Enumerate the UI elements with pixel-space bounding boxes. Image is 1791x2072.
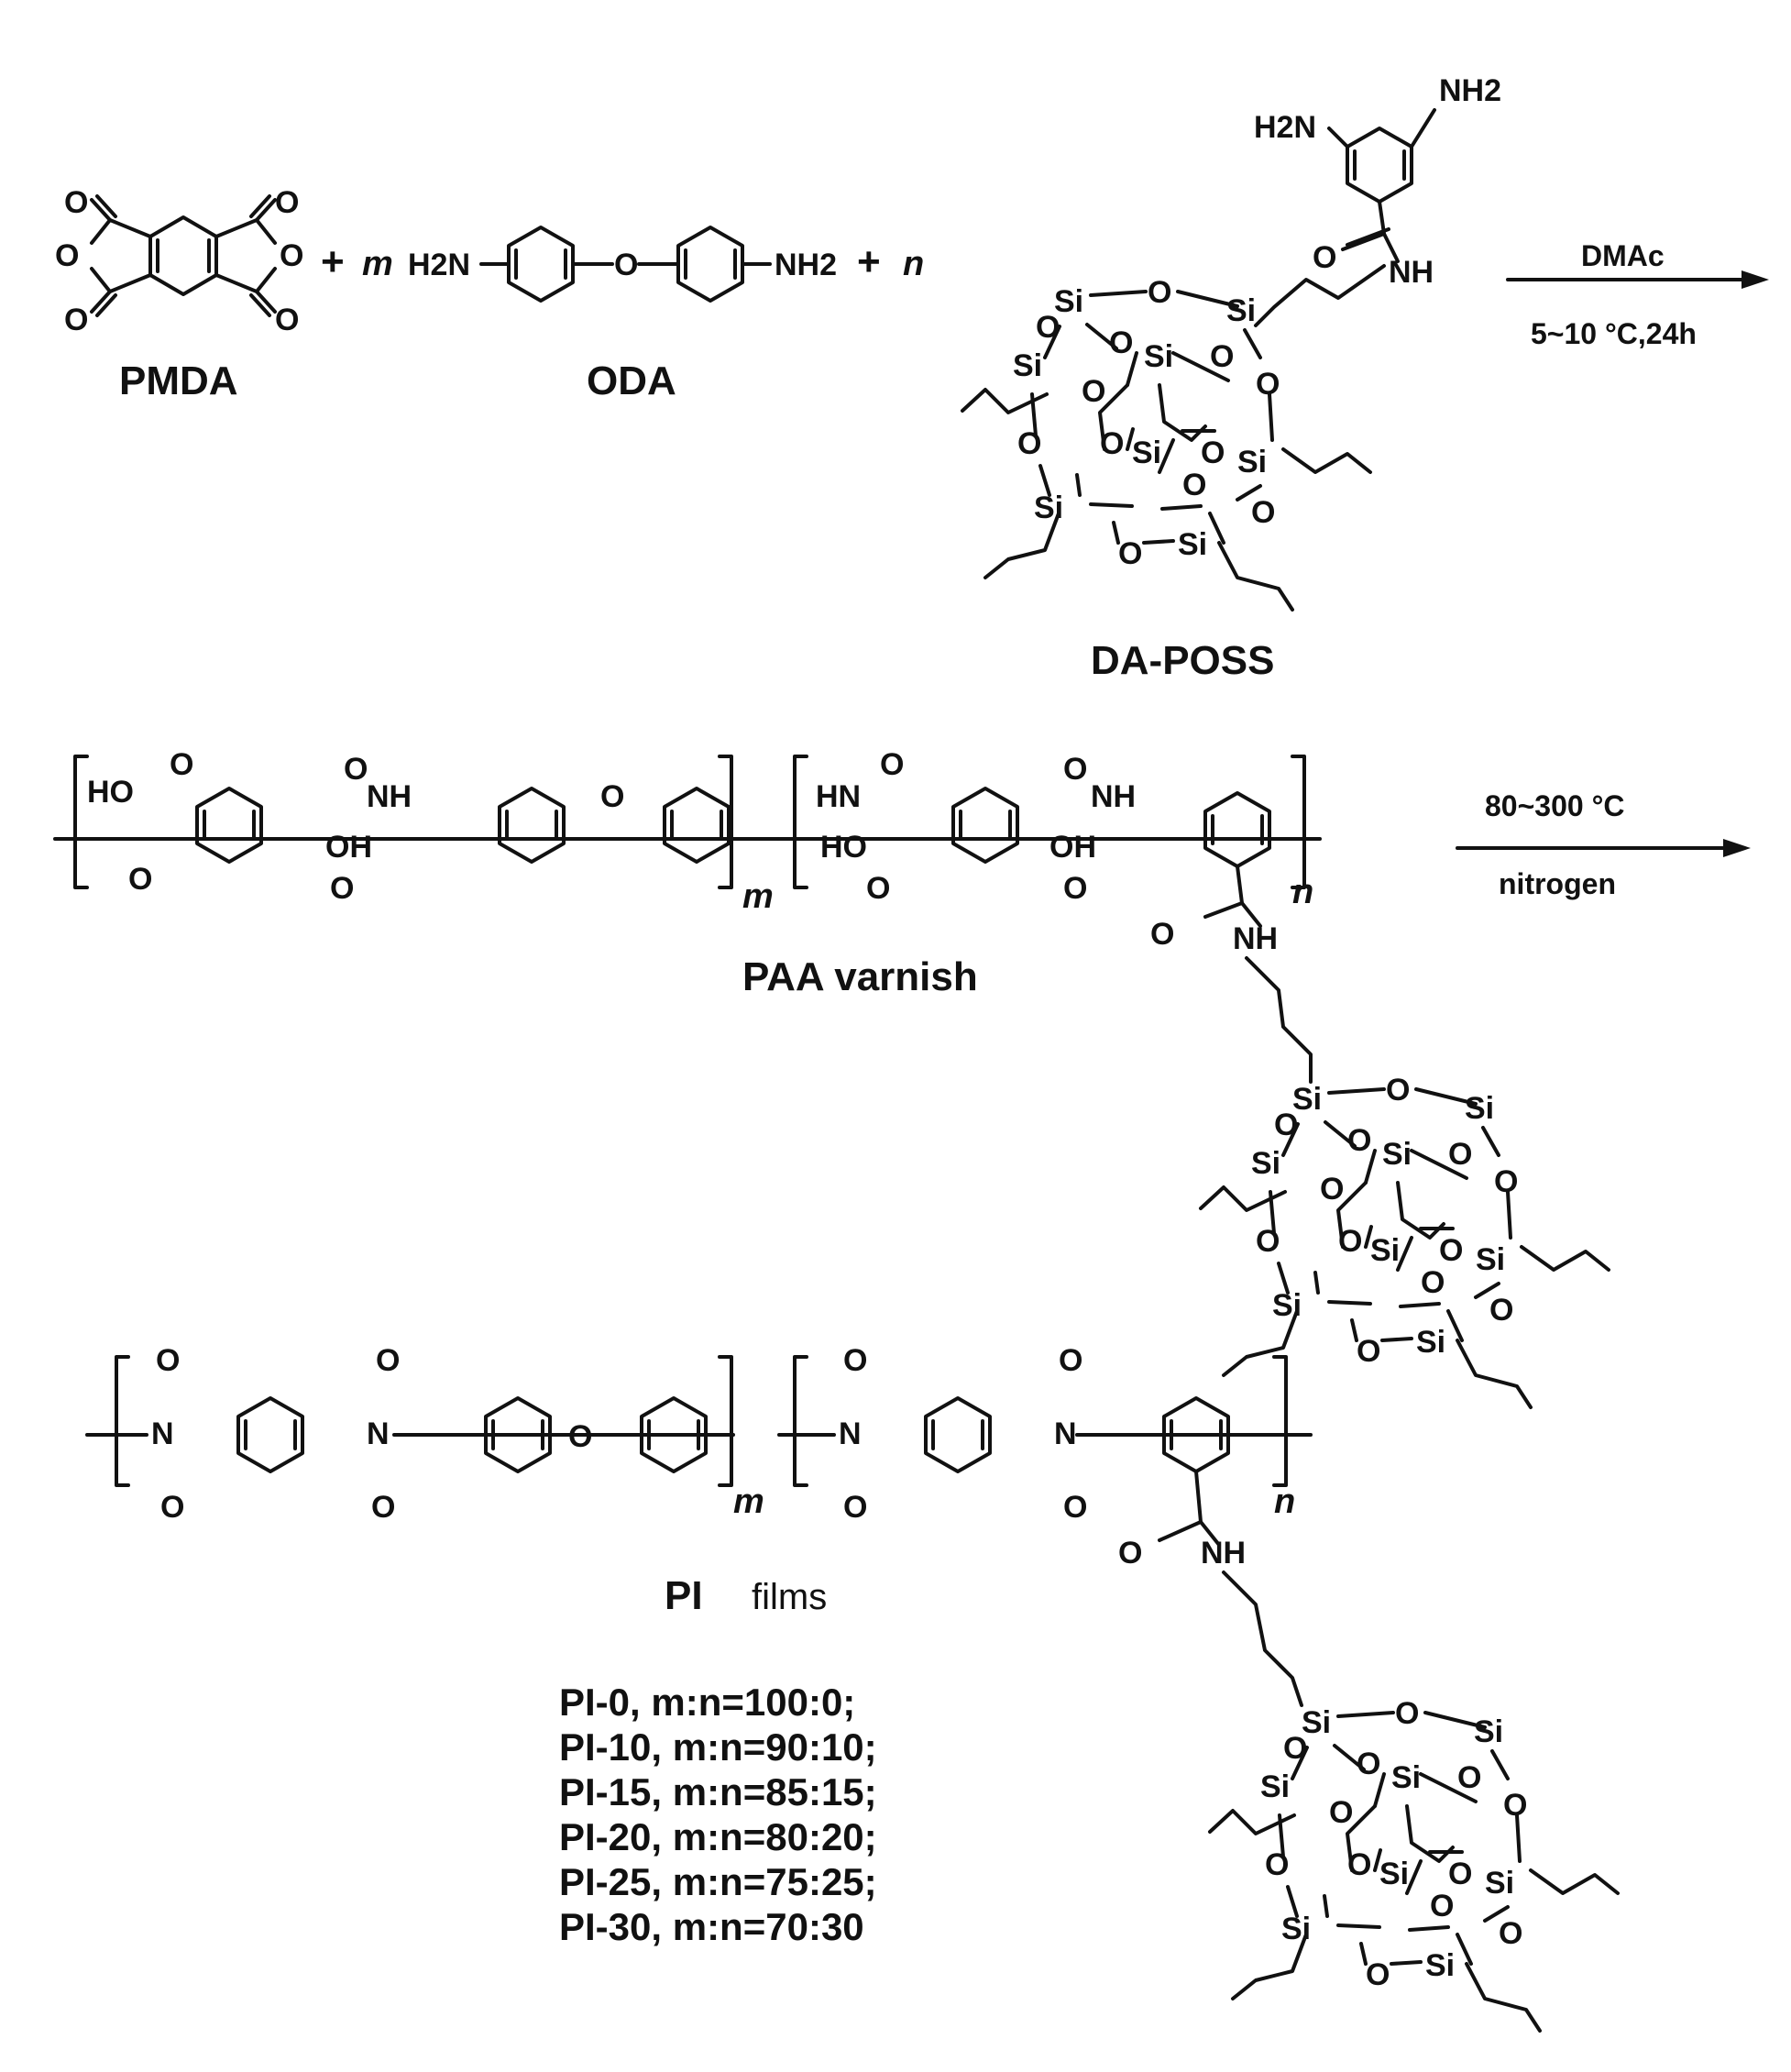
da-poss-structure: H2N NH2 O NH [961,73,1501,612]
svg-text:HO: HO [820,830,867,865]
pi-label-films: films [752,1577,827,1617]
svg-text:O: O [64,303,88,337]
svg-text:O: O [866,871,890,906]
coefficient-n: n [903,245,924,283]
svg-text:OH: OH [325,830,372,865]
oda-structure: H2N O NH2 [408,226,837,303]
svg-text:O: O [170,747,193,782]
svg-text:O: O [280,238,303,273]
solvent-label: DMAc [1581,239,1665,272]
reaction-arrow-2 [1456,839,1751,857]
reaction-arrow-1 [1506,270,1769,289]
svg-text:O: O [1313,240,1336,275]
svg-text:O: O [1063,752,1087,787]
coefficient-m: m [362,245,393,283]
step1-conditions: 5~10 °C,24h [1531,317,1697,350]
svg-text:NH2: NH2 [1439,73,1501,108]
composition-list: PI-0, m:n=100:0; PI-10, m:n=90:10; PI-15… [559,1680,1072,1949]
svg-text:HO: HO [87,775,134,810]
pi-structure: N N O N N O O O O O O O O m n O NH [85,1343,1620,2033]
pmda-label: PMDA [119,358,238,403]
svg-text:n: n [1274,1482,1295,1521]
svg-text:N: N [367,1416,390,1451]
svg-text:NH: NH [1091,779,1136,814]
svg-text:O: O [600,779,624,814]
composition-pi-30: PI-30, m:n=70:30 [559,1905,864,1948]
svg-text:O: O [156,1343,180,1378]
svg-text:O: O [1150,917,1174,952]
composition-pi-0: PI-0, m:n=100:0; [559,1681,856,1724]
svg-text:O: O [1059,1343,1082,1378]
svg-text:N: N [839,1416,862,1451]
pi-label-bold: PI [665,1573,703,1618]
step2-atmosphere: nitrogen [1499,867,1616,900]
svg-text:O: O [614,248,638,282]
composition-pi-25: PI-25, m:n=75:25; [559,1860,877,1903]
svg-text:NH: NH [1389,255,1434,290]
svg-text:m: m [742,877,774,916]
svg-text:O: O [330,871,354,906]
svg-text:O: O [843,1490,867,1525]
svg-text:O: O [371,1490,395,1525]
svg-text:N: N [1054,1416,1077,1451]
pmda-structure: O O O O O O [55,185,303,337]
svg-text:m: m [733,1482,764,1521]
da-poss-label: DA-POSS [1091,638,1274,683]
svg-text:O: O [275,303,299,337]
svg-text:OH: OH [1049,830,1096,865]
svg-text:n: n [1292,873,1313,911]
plus-sign-2: + [857,239,881,284]
svg-text:O: O [568,1419,592,1454]
composition-pi-20: PI-20, m:n=80:20; [559,1815,877,1858]
composition-pi-10: PI-10, m:n=90:10; [559,1725,877,1769]
svg-text:HN: HN [816,779,861,814]
svg-text:O: O [55,238,79,273]
step2-temperature: 80~300 °C [1485,789,1624,822]
svg-text:NH2: NH2 [775,248,837,282]
composition-pi-15: PI-15, m:n=85:15; [559,1770,877,1813]
svg-text:NH: NH [1233,921,1278,956]
svg-text:O: O [275,185,299,220]
svg-text:NH: NH [367,779,412,814]
svg-text:O: O [344,752,368,787]
svg-text:O: O [64,185,88,220]
svg-text:O: O [1063,1490,1087,1525]
svg-text:O: O [880,747,904,782]
paa-varnish-label: PAA varnish [742,954,978,999]
paa-structure: HO O O NH O OH O O m O HN O NH HO OH O O… [53,747,1610,1409]
svg-text:N: N [151,1416,174,1451]
svg-text:O: O [376,1343,400,1378]
svg-text:NH: NH [1201,1536,1246,1571]
svg-text:H2N: H2N [408,248,470,282]
svg-text:O: O [1118,1536,1142,1571]
svg-text:O: O [128,862,152,897]
svg-text:H2N: H2N [1254,110,1316,145]
plus-sign: + [321,239,345,284]
svg-text:O: O [160,1490,184,1525]
svg-text:O: O [1063,871,1087,906]
oda-label: ODA [587,358,676,403]
svg-text:O: O [843,1343,867,1378]
